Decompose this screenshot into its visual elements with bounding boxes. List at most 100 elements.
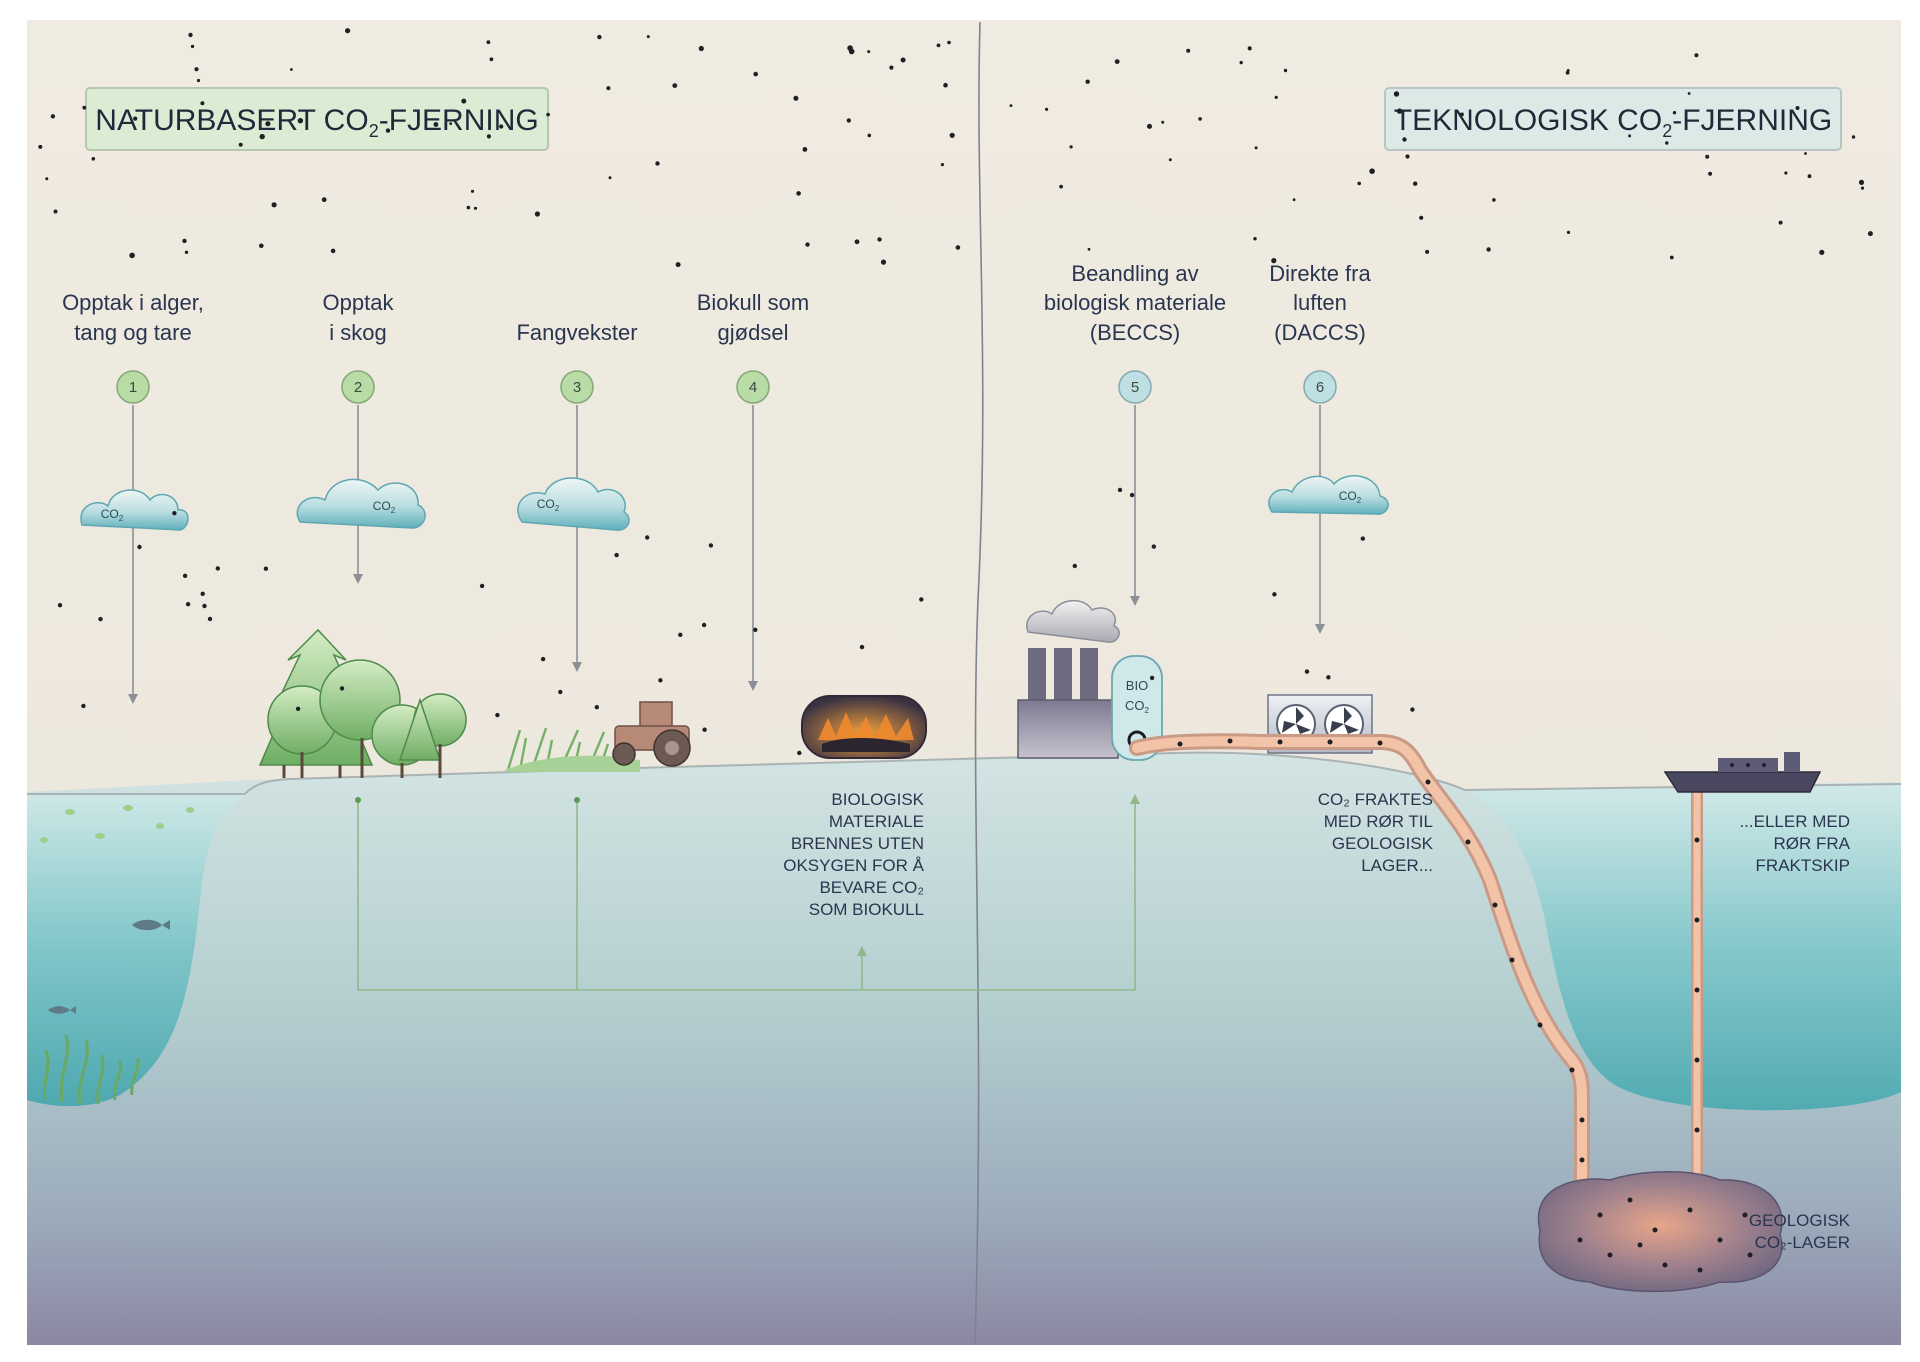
method-label-2: Opptak i skog (323, 290, 395, 345)
air-co2-dot (263, 566, 269, 571)
air-co2-dot (614, 552, 619, 558)
air-co2-dot (1117, 487, 1123, 493)
sky-dot (1413, 181, 1418, 186)
sky-dot (867, 133, 872, 138)
forest-icon (258, 628, 467, 778)
caption-line: CO₂ FRAKTES (1318, 790, 1433, 809)
sky-dot (1858, 179, 1865, 185)
sky-dot (1369, 168, 1375, 174)
sky-dot (1565, 70, 1570, 75)
fish-icon (132, 919, 170, 931)
sky-dot (50, 114, 56, 119)
sky-dot (597, 34, 602, 40)
sky-dot (1396, 108, 1403, 114)
sky-dot (1168, 158, 1172, 162)
method-label-line: biologisk materiale (1044, 290, 1226, 315)
sky-dot (133, 116, 138, 121)
method-label-line: tang og tare (74, 320, 191, 345)
sky-dot (1274, 95, 1278, 99)
sky-dot (1705, 154, 1710, 159)
sky-dot (1425, 249, 1430, 254)
air-co2-dot (702, 727, 707, 732)
number-marker-2: 2 (341, 370, 375, 404)
sky-dot (1460, 112, 1464, 117)
air-co2-dot (1149, 675, 1155, 681)
sky-dot (546, 112, 550, 117)
sky-dot (805, 242, 810, 247)
bio-tank-co2: CO2 (1125, 698, 1150, 715)
air-co2-dot (295, 706, 301, 711)
sky-dot (196, 78, 201, 83)
caption-line: CO₂-LAGER (1755, 1233, 1850, 1252)
sky-dot (1247, 46, 1252, 51)
sky-dot (1665, 141, 1669, 145)
air-co2-dot (81, 703, 86, 709)
sky-dot (433, 122, 439, 127)
right-sea (1465, 782, 1901, 1111)
number-marker-1: 1 (116, 370, 150, 404)
algae-particles (40, 805, 194, 843)
air-co2-dot (1410, 707, 1415, 712)
sky-dot (129, 252, 135, 259)
air-co2-dot (1272, 592, 1277, 597)
sky-dot (1009, 104, 1013, 107)
air-co2-dot (558, 689, 563, 695)
header-tech-text: TEKNOLOGISK CO2-FJERNING (1394, 104, 1832, 141)
sky-dot (1784, 171, 1788, 175)
sky-dot (1694, 53, 1699, 58)
sky-dot (1147, 123, 1152, 129)
sky-dot (949, 132, 955, 138)
sky-dot (1566, 230, 1571, 234)
air-co2-dot (1129, 492, 1135, 498)
caption-pipe: CO₂ FRAKTES MED RØR TIL GEOLOGISK LAGER.… (1318, 790, 1434, 875)
sky-dot (45, 177, 49, 181)
air-co2-dot (98, 616, 103, 622)
sky-dot (1486, 247, 1491, 252)
caption-biochar: BIOLOGISK MATERIALE BRENNES UTEN OKSYGEN… (783, 790, 924, 919)
bio-co2-tank (1111, 655, 1163, 761)
sky-dot (655, 161, 660, 166)
sky-dot (1669, 255, 1674, 260)
co2-cloud-3: CO2 (517, 477, 630, 531)
sky-dot (1085, 79, 1090, 84)
sky-dot (38, 144, 43, 149)
sky-dot (1851, 135, 1856, 139)
sky-dot (846, 118, 851, 123)
air-co2-dot (645, 535, 650, 540)
sky-dot (1292, 198, 1296, 202)
caption-line: LAGER... (1361, 856, 1433, 875)
caption-ship: ...ELLER MED RØR FRA FRAKTSKIP (1739, 812, 1850, 875)
sky-dot (672, 83, 678, 88)
sky-dot (489, 57, 494, 62)
sky-dot (1357, 181, 1361, 186)
caption-line: SOM BIOKULL (809, 900, 924, 919)
sky-dot (188, 32, 193, 38)
caption-line: GEOLOGISK (1749, 1211, 1851, 1230)
sky-dot (854, 239, 860, 245)
air-co2-dot (540, 656, 546, 662)
sky-dot (880, 259, 887, 265)
sky-dot (608, 176, 612, 180)
method-label-6: Direkte fra luften (DACCS) (1269, 261, 1371, 345)
sky-dot (1795, 106, 1800, 110)
biochar-kiln-icon (801, 695, 927, 759)
sky-dot (345, 28, 351, 34)
pipeline-dots (1177, 738, 1700, 1163)
method-label-line: Direkte fra (1269, 261, 1371, 286)
air-co2-dot (859, 644, 865, 650)
sky-dot (646, 35, 650, 39)
sky-dot (847, 45, 853, 51)
number-marker-4: 4 (736, 370, 770, 404)
air-co2-dot (185, 602, 191, 607)
seaweed-icon (42, 1034, 140, 1105)
air-co2-dot (678, 632, 683, 637)
header-tech: TEKNOLOGISK CO2-FJERNING (1384, 87, 1842, 151)
sky-dot (675, 262, 681, 268)
sky-dot (82, 105, 87, 110)
sky-dot (796, 191, 801, 196)
sky-dot (466, 205, 471, 210)
sky-dot (461, 98, 467, 104)
sky-dot (1708, 171, 1713, 176)
marker-number: 2 (354, 379, 362, 396)
